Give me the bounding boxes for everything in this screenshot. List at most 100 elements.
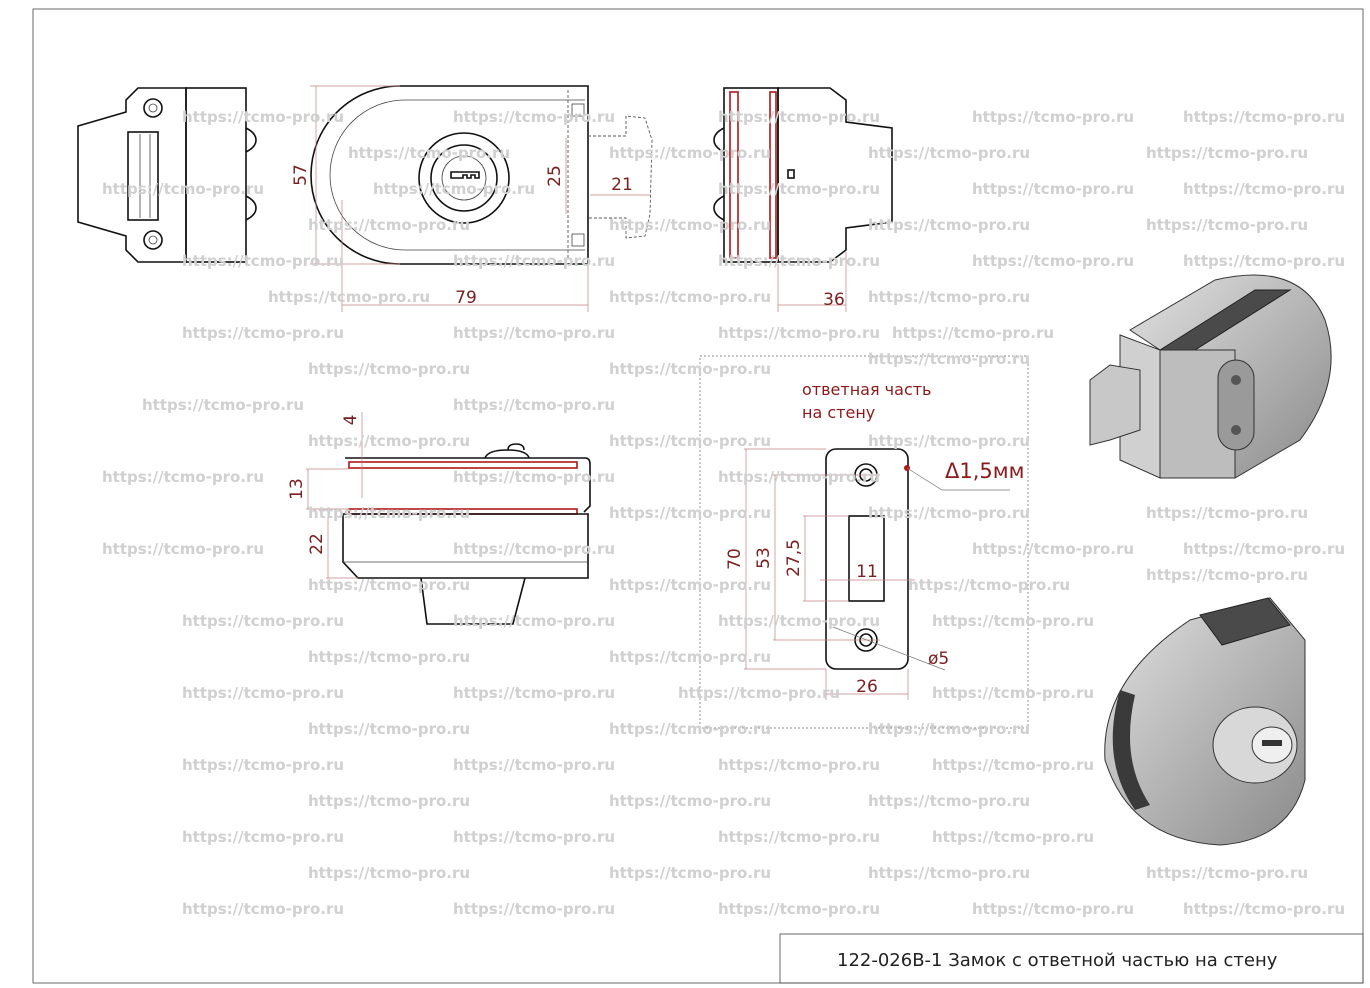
title-block: 122-026B-1 Замок с ответной частью на ст… — [779, 933, 1364, 984]
watermark-text: https://tcmo-pro.ru — [972, 180, 1134, 198]
watermark-layer: https://tcmo-pro.ru https://tcmo-pro.ru ht… — [102, 108, 1345, 918]
strike-note-line1: ответная часть — [802, 380, 931, 399]
watermark-text: https://tcmo-pro.ru — [453, 540, 615, 558]
watermark-text: https://tcmo-pro.ru — [453, 828, 615, 846]
watermark-text: https://tcmo-pro.ru — [1146, 566, 1308, 584]
watermark-text: https://tcmo-pro.ru — [453, 900, 615, 918]
side-view: 4 13 22 — [287, 412, 591, 625]
watermark-text: https://tcmo-pro.ru — [1146, 144, 1308, 162]
dim-strike-width-26: 26 — [856, 677, 878, 697]
watermark-text: https://tcmo-pro.ru — [609, 504, 771, 522]
watermark-text: https://tcmo-pro.ru — [718, 612, 880, 630]
watermark-text: https://tcmo-pro.ru — [868, 864, 1030, 882]
watermark-text: https://tcmo-pro.ru — [453, 396, 615, 414]
watermark-text: https://tcmo-pro.ru — [868, 144, 1030, 162]
watermark-text: https://tcmo-pro.ru — [609, 216, 771, 234]
dim-plate-4: 4 — [341, 415, 361, 426]
watermark-text: https://tcmo-pro.ru — [308, 504, 470, 522]
watermark-text: https://tcmo-pro.ru — [182, 828, 344, 846]
watermark-text: https://tcmo-pro.ru — [908, 576, 1070, 594]
watermark-text: https://tcmo-pro.ru — [868, 350, 1030, 368]
watermark-text: https://tcmo-pro.ru — [453, 756, 615, 774]
watermark-text: https://tcmo-pro.ru — [182, 324, 344, 342]
left-end-view — [77, 87, 257, 263]
dim-bolt-throw-21: 21 — [611, 175, 633, 195]
watermark-text: https://tcmo-pro.ru — [718, 108, 880, 126]
watermark-text: https://tcmo-pro.ru — [868, 288, 1030, 306]
watermark-text: https://tcmo-pro.ru — [308, 648, 470, 666]
watermark-text: https://tcmo-pro.ru — [102, 468, 264, 486]
watermark-text: https://tcmo-pro.ru — [718, 900, 880, 918]
dim-hole-spacing-53: 53 — [754, 547, 774, 569]
watermark-text: https://tcmo-pro.ru — [182, 612, 344, 630]
watermark-text: https://tcmo-pro.ru — [1146, 864, 1308, 882]
watermark-text: https://tcmo-pro.ru — [1183, 180, 1345, 198]
watermark-text: https://tcmo-pro.ru — [1183, 252, 1345, 270]
watermark-text: https://tcmo-pro.ru — [868, 432, 1030, 450]
thickness-label: Δ1,5мм — [945, 459, 1024, 483]
watermark-text: https://tcmo-pro.ru — [1183, 540, 1345, 558]
watermark-text: https://tcmo-pro.ru — [932, 684, 1094, 702]
watermark-text: https://tcmo-pro.ru — [1183, 108, 1345, 126]
watermark-text: https://tcmo-pro.ru — [453, 612, 615, 630]
watermark-text: https://tcmo-pro.ru — [609, 864, 771, 882]
watermark-text: https://tcmo-pro.ru — [453, 108, 615, 126]
watermark-text: https://tcmo-pro.ru — [348, 144, 510, 162]
watermark-text: https://tcmo-pro.ru — [868, 720, 1030, 738]
watermark-text: https://tcmo-pro.ru — [142, 396, 304, 414]
watermark-text: https://tcmo-pro.ru — [678, 684, 840, 702]
watermark-text: https://tcmo-pro.ru — [972, 252, 1134, 270]
watermark-text: https://tcmo-pro.ru — [868, 792, 1030, 810]
watermark-text: https://tcmo-pro.ru — [609, 576, 771, 594]
watermark-text: https://tcmo-pro.ru — [308, 216, 470, 234]
watermark-text: https://tcmo-pro.ru — [453, 468, 615, 486]
watermark-text: https://tcmo-pro.ru — [932, 828, 1094, 846]
watermark-text: https://tcmo-pro.ru — [308, 792, 470, 810]
watermark-text: https://tcmo-pro.ru — [453, 252, 615, 270]
watermark-text: https://tcmo-pro.ru — [718, 828, 880, 846]
watermark-text: https://tcmo-pro.ru — [932, 612, 1094, 630]
watermark-text: https://tcmo-pro.ru — [453, 684, 615, 702]
watermark-text: https://tcmo-pro.ru — [868, 504, 1030, 522]
watermark-text: https://tcmo-pro.ru — [1146, 504, 1308, 522]
watermark-text: https://tcmo-pro.ru — [609, 648, 771, 666]
watermark-text: https://tcmo-pro.ru — [268, 288, 430, 306]
dim-width-79: 79 — [455, 288, 477, 308]
dim-glass-gap-13: 13 — [287, 478, 307, 500]
render-3d-front — [1104, 597, 1306, 846]
watermark-text: https://tcmo-pro.ru — [892, 324, 1054, 342]
watermark-text: https://tcmo-pro.ru — [182, 108, 344, 126]
watermark-text: https://tcmo-pro.ru — [718, 756, 880, 774]
watermark-text: https://tcmo-pro.ru — [102, 180, 264, 198]
render-3d-back — [1089, 274, 1332, 479]
watermark-text: https://tcmo-pro.ru — [182, 252, 344, 270]
watermark-text: https://tcmo-pro.ru — [868, 216, 1030, 234]
dim-slot-height-27-5: 27,5 — [784, 539, 804, 577]
watermark-text: https://tcmo-pro.ru — [609, 144, 771, 162]
drawing-title: 122-026B-1 Замок с ответной частью на ст… — [837, 950, 1278, 971]
dim-height-57: 57 — [291, 164, 311, 186]
dim-body-22: 22 — [307, 533, 327, 555]
watermark-text: https://tcmo-pro.ru — [609, 288, 771, 306]
strike-note-line2: на стену — [802, 403, 875, 422]
drawing-frame — [32, 8, 1364, 984]
watermark-text: https://tcmo-pro.ru — [972, 900, 1134, 918]
watermark-text: https://tcmo-pro.ru — [609, 792, 771, 810]
watermark-text: https://tcmo-pro.ru — [718, 180, 880, 198]
strike-plate-view: ответная часть на стену Δ1,5мм 70 53 27,… — [699, 355, 1029, 729]
watermark-text: https://tcmo-pro.ru — [932, 756, 1094, 774]
watermark-text: https://tcmo-pro.ru — [718, 324, 880, 342]
dim-bolt-height-25: 25 — [545, 165, 565, 187]
watermark-text: https://tcmo-pro.ru — [308, 360, 470, 378]
dim-slot-width-11: 11 — [856, 562, 878, 582]
watermark-text: https://tcmo-pro.ru — [609, 720, 771, 738]
watermark-text: https://tcmo-pro.ru — [718, 252, 880, 270]
watermark-text: https://tcmo-pro.ru — [972, 108, 1134, 126]
watermark-text: https://tcmo-pro.ru — [1183, 900, 1345, 918]
watermark-text: https://tcmo-pro.ru — [609, 360, 771, 378]
watermark-text: https://tcmo-pro.ru — [308, 720, 470, 738]
watermark-text: https://tcmo-pro.ru — [718, 468, 880, 486]
watermark-text: https://tcmo-pro.ru — [373, 180, 535, 198]
watermark-text: https://tcmo-pro.ru — [609, 432, 771, 450]
